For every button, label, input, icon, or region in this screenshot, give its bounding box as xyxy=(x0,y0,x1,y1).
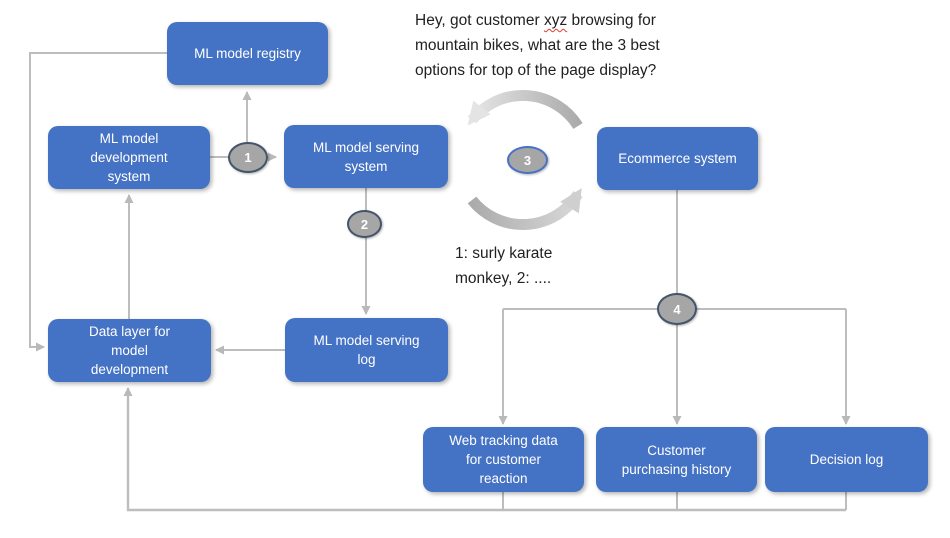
step-badge-4: 4 xyxy=(657,293,697,325)
step-number: 4 xyxy=(673,301,681,317)
step-badge-1: 1 xyxy=(228,142,268,173)
node-label: Customer purchasing history xyxy=(621,442,732,477)
query-line-2: mountain bikes, what are the 3 best xyxy=(415,37,660,54)
node-ml-model-serving-log: ML model serving log xyxy=(285,318,448,382)
node-label: ML model development system xyxy=(90,131,168,184)
node-ml-model-development-system: ML model development system xyxy=(48,126,210,189)
misspelled-word: xyz xyxy=(543,12,568,29)
node-label: ML model serving log xyxy=(313,333,420,367)
node-label: Ecommerce system xyxy=(618,151,737,166)
node-label: Web tracking data for customer reaction xyxy=(449,433,558,486)
node-decision-log: Decision log xyxy=(765,427,928,492)
model-response-text: 1: surly karate monkey, 2: .... xyxy=(455,245,553,287)
node-web-tracking-data: Web tracking data for customer reaction xyxy=(423,427,584,492)
node-label: Data layer for model development xyxy=(88,324,171,377)
query-line-3: options for top of the page display? xyxy=(415,62,657,79)
customer-query-text: Hey, got customer xyz browsing for mount… xyxy=(415,8,715,83)
step-number: 3 xyxy=(523,152,532,168)
node-ml-model-serving-system: ML model serving system xyxy=(284,125,448,188)
node-label: ML model registry xyxy=(194,46,301,61)
step-badge-3: 3 xyxy=(507,146,548,174)
query-text: browsing for xyxy=(567,12,656,29)
connectors xyxy=(29,52,851,512)
node-label: Decision log xyxy=(809,452,884,467)
node-data-layer-for-model-development: Data layer for model development xyxy=(48,319,211,382)
connector-trunk-to-datalayer xyxy=(123,387,846,512)
node-label: ML model serving system xyxy=(312,139,420,174)
step-number: 1 xyxy=(244,150,252,165)
query-text: Hey, got customer xyxy=(415,12,544,29)
cycle-arrows-icon xyxy=(467,89,583,231)
step-badge-2: 2 xyxy=(347,210,382,238)
node-customer-purchasing-history: Customer purchasing history xyxy=(596,427,757,492)
node-ml-model-registry: ML model registry xyxy=(167,22,328,85)
query-line-1: Hey, got customer xyz browsing for xyxy=(415,8,715,33)
step-number: 2 xyxy=(360,216,369,232)
connector-registry-to-datalayer xyxy=(29,52,167,352)
node-ecommerce-system: Ecommerce system xyxy=(597,127,758,190)
